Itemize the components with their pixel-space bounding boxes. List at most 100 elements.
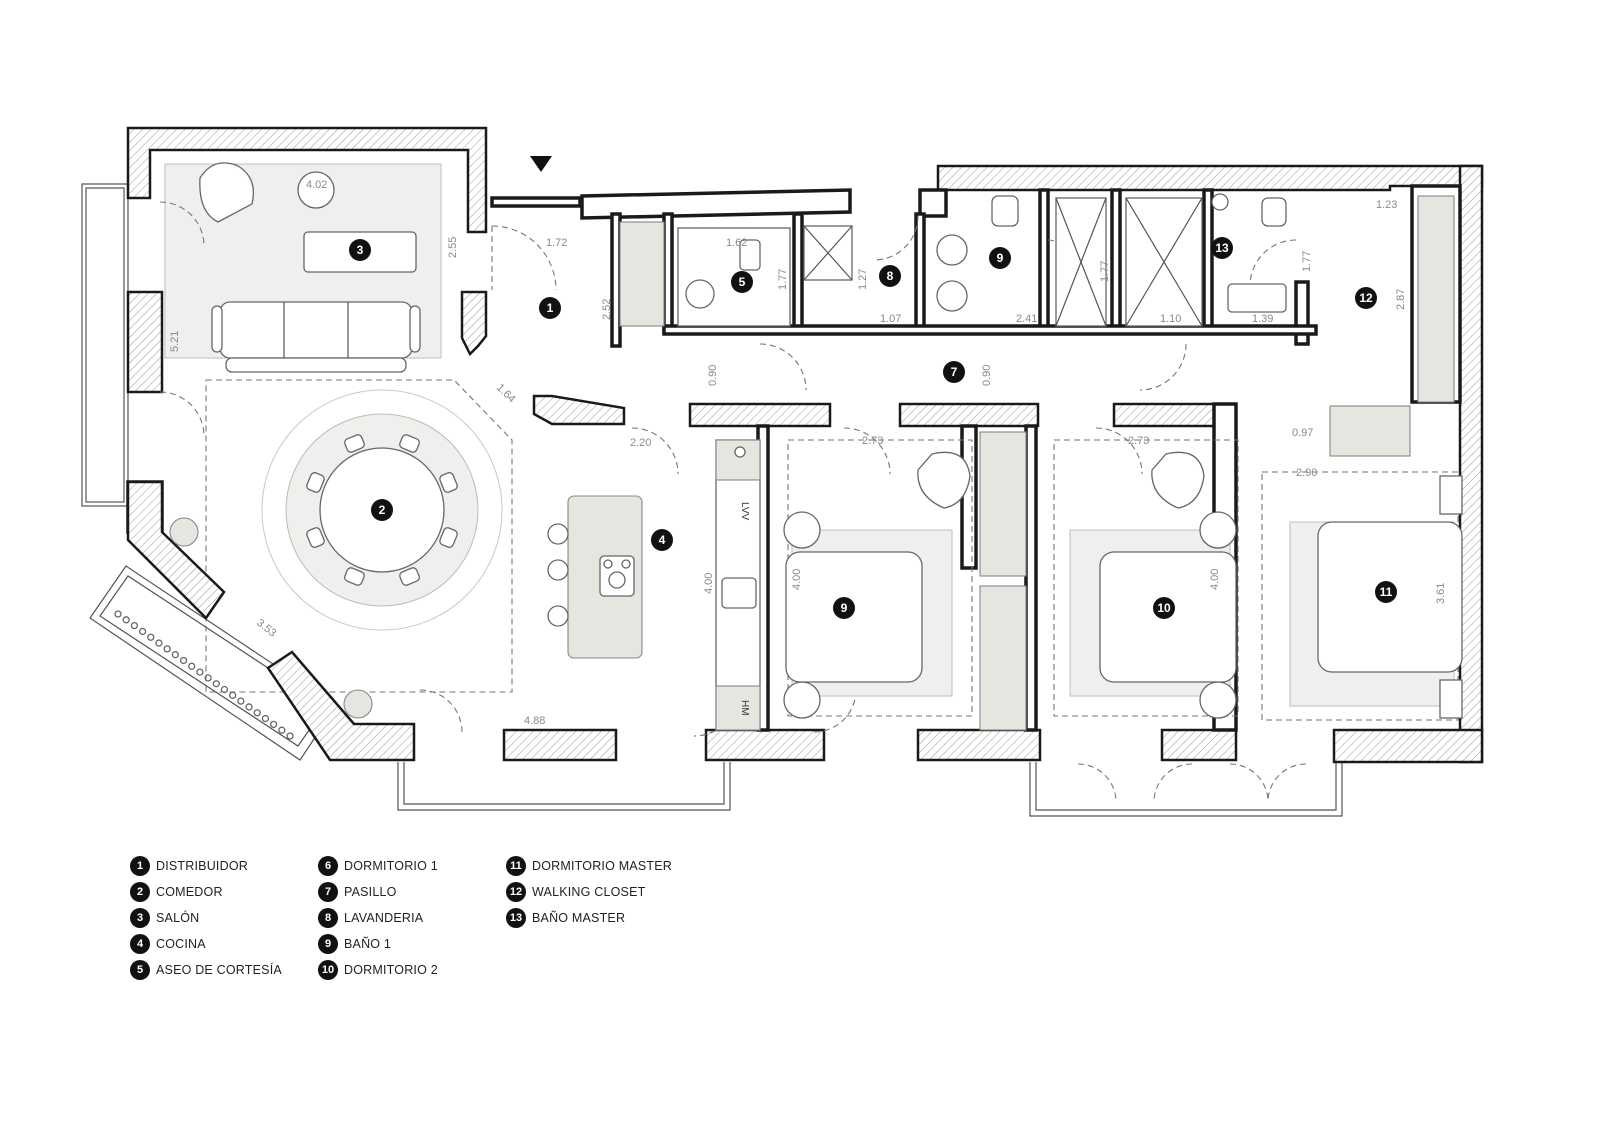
dim-master-gap: 0.97 — [1292, 427, 1313, 439]
dim-living-height: 5.21 — [169, 331, 181, 352]
svg-text:9: 9 — [841, 601, 848, 615]
balcony-bottom-right — [1029, 762, 1343, 817]
legend-item: 4 COCINA — [130, 934, 206, 954]
bedroom-master — [1261, 405, 1463, 721]
legend-badge: 8 — [318, 908, 338, 928]
balcony-left — [81, 183, 129, 507]
dining-chair — [306, 472, 325, 493]
dim-distrib-width: 1.72 — [546, 237, 567, 249]
baluster — [237, 697, 245, 705]
room-marker: 9 — [989, 247, 1011, 269]
dining-chair — [399, 434, 420, 453]
lvv-label: LVV — [739, 502, 750, 520]
dim-master-width: 2.90 — [1296, 467, 1317, 479]
legend-label: ASEO DE CORTESÍA — [156, 963, 282, 977]
legend-badge: 6 — [318, 856, 338, 876]
legend-badge: 12 — [506, 882, 526, 902]
dim-pasillo-right: 0.90 — [981, 365, 993, 386]
room-marker: 7 — [943, 361, 965, 383]
legend-label: DORMITORIO MASTER — [532, 859, 672, 873]
legend-label: COCINA — [156, 937, 206, 951]
legend-label: PASILLO — [344, 885, 397, 899]
dining-zone — [205, 379, 513, 693]
legend-badge: 2 — [130, 882, 150, 902]
legend-badge: 10 — [318, 960, 338, 980]
baluster — [147, 633, 155, 641]
dim-aseo-width: 1.62 — [726, 237, 747, 249]
svg-text:12: 12 — [1359, 291, 1373, 305]
legend-badge: 3 — [130, 908, 150, 928]
baluster — [138, 627, 147, 636]
dining-chair — [306, 527, 325, 548]
dining-chair — [344, 434, 365, 453]
room-marker: 3 — [349, 239, 371, 261]
salon-furniture — [199, 162, 421, 373]
dim-closet-top: 1.23 — [1376, 199, 1397, 211]
svg-text:2: 2 — [379, 503, 386, 517]
dim-kitchen-bottom: 4.88 — [524, 715, 545, 727]
svg-text:5: 5 — [739, 275, 746, 289]
balcony-bottom — [397, 762, 731, 811]
baluster — [163, 645, 171, 653]
legend-badge: 7 — [318, 882, 338, 902]
legend-label: DISTRIBUIDOR — [156, 859, 248, 873]
legend-badge: 4 — [130, 934, 150, 954]
legend-item: 3 SALÓN — [130, 908, 199, 928]
room-marker: 13 — [1211, 237, 1233, 259]
kitchen — [547, 439, 761, 731]
dim-kitchen-depth: 4.00 — [703, 573, 715, 594]
baluster — [122, 616, 130, 624]
baluster — [212, 680, 220, 688]
dim-salon-height: 2.55 — [447, 237, 459, 258]
room-marker: 4 — [651, 529, 673, 551]
legend-item: 7 PASILLO — [318, 882, 397, 902]
legend-label: DORMITORIO 1 — [344, 859, 438, 873]
dining-chair — [399, 567, 420, 586]
baluster — [188, 662, 196, 670]
baluster — [130, 621, 139, 630]
dim-shaft-width: 1.10 — [1160, 313, 1181, 325]
dim-pasillo-left: 0.90 — [707, 365, 719, 386]
dim-lav-height: 1.27 — [857, 269, 869, 290]
dim-master-depth: 3.61 — [1435, 583, 1447, 604]
baluster — [245, 703, 253, 711]
dim-distrib-height: 2.52 — [601, 299, 613, 320]
dim-kitchen-top: 2.20 — [630, 437, 651, 449]
legend-label: BAÑO 1 — [344, 937, 392, 951]
room-marker: 9 — [833, 597, 855, 619]
room-marker: 5 — [731, 271, 753, 293]
bedroom-9 — [783, 439, 973, 719]
room-marker: 11 — [1375, 581, 1397, 603]
dining-chair — [439, 527, 458, 548]
legend-label: SALÓN — [156, 911, 200, 925]
baluster — [278, 726, 286, 734]
dim-aseo-height: 1.77 — [777, 269, 789, 290]
sofa — [211, 301, 421, 373]
dim-salon-top: 4.02 — [306, 179, 327, 191]
room-marker: 12 — [1355, 287, 1377, 309]
room-marker: 2 — [371, 499, 393, 521]
legend-badge: 11 — [506, 856, 526, 876]
legend-label: BAÑO MASTER — [532, 911, 626, 925]
baluster — [286, 732, 294, 740]
service-rooms — [619, 193, 1455, 403]
hm-label: HM — [739, 700, 750, 716]
balustrade — [114, 610, 294, 740]
dim-diagonal-short: 1.64 — [494, 382, 518, 406]
svg-text:11: 11 — [1380, 585, 1393, 599]
dim-shaft-left: 1.77 — [1099, 261, 1111, 282]
baluster — [179, 656, 188, 665]
dim-bano-m-width: 1.39 — [1252, 313, 1273, 325]
dim-bed9-depth: 4.00 — [791, 569, 803, 590]
dim-bed9-width: 2.73 — [862, 435, 883, 447]
baluster — [261, 714, 270, 723]
svg-text:13: 13 — [1215, 241, 1229, 255]
svg-text:1: 1 — [547, 301, 554, 315]
room-markers: 1 2 3 4 5 8 9 13 12 7 9 10 11 — [349, 237, 1397, 619]
plant-pot — [169, 517, 199, 547]
